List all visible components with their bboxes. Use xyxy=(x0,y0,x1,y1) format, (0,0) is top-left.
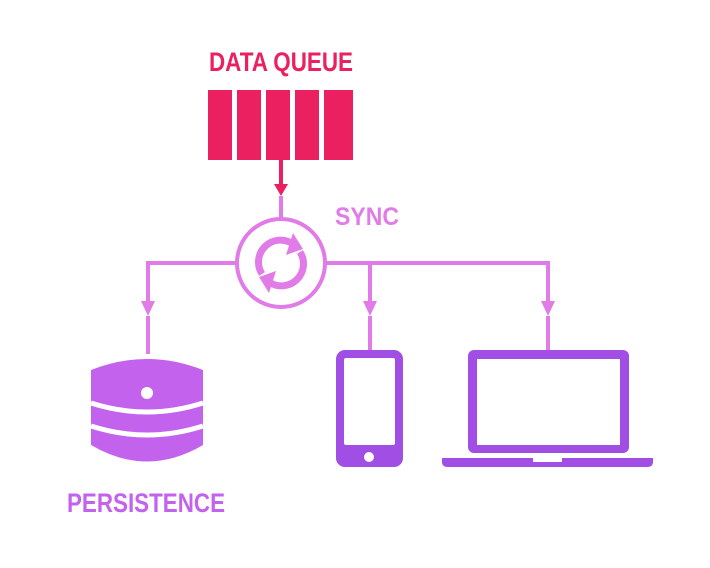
laptop-icon xyxy=(442,350,653,467)
queue-slot xyxy=(237,90,261,160)
queue-slot xyxy=(295,90,319,160)
phone-icon xyxy=(336,350,403,467)
sync-node xyxy=(235,217,327,309)
persistence-label: PERSISTENCE xyxy=(67,488,225,518)
queue-slot xyxy=(266,90,290,160)
sync-label: SYNC xyxy=(335,203,399,231)
queue-label: DATA QUEUE xyxy=(209,47,353,77)
sync-arrows-icon xyxy=(255,233,307,293)
distribution-arrowheads xyxy=(141,301,555,316)
distribution-lines xyxy=(146,261,550,354)
queue-to-sync-arrow xyxy=(274,160,288,218)
database-icon xyxy=(90,359,204,462)
queue-icon xyxy=(208,90,353,160)
queue-slot xyxy=(208,90,232,160)
queue-slot xyxy=(324,90,353,160)
